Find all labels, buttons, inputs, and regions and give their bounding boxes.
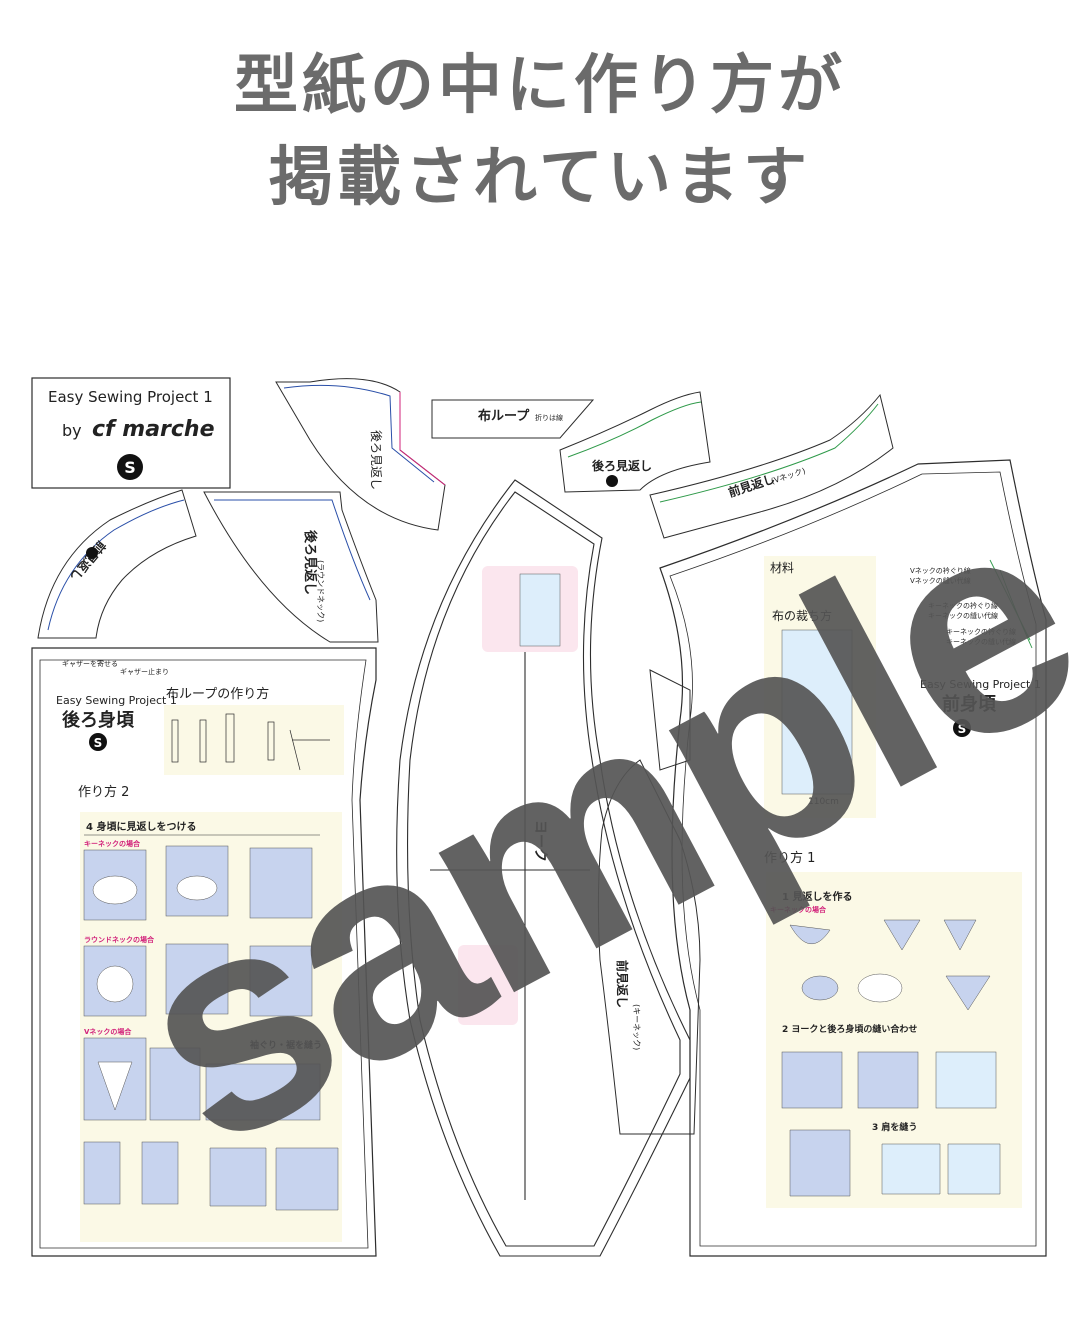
size-badge-icon	[89, 733, 107, 751]
label-front-facing-v-sub: (Vネック)	[770, 466, 807, 486]
label-roundneck-case: ラウンドネックの場合	[84, 935, 155, 944]
brand-name: cf marche	[92, 417, 215, 442]
label-front-body: 前身頃	[942, 693, 997, 715]
label-step-4: 4 身頃に見返しをつける	[86, 820, 196, 833]
vneck-diagrams	[83, 1037, 321, 1121]
label-method-1: 作り方 1	[764, 850, 815, 866]
label-key-stitch: キーネックの縫い代線	[928, 611, 998, 620]
label-step-1: 1 見返しを作る	[782, 890, 852, 903]
label-back-body-project: Easy Sewing Project 1	[56, 694, 177, 707]
size-badge-icon	[953, 719, 971, 737]
piece-back-body: ギャザーを寄せる ギャザー止まり Easy Sewing Project 1 後…	[31, 647, 377, 1257]
headline-line-1: 型紙の中に作り方が	[234, 49, 846, 123]
label-fabric-loop-fold: 折りは線	[535, 413, 563, 422]
step-1-diagrams	[789, 919, 991, 1011]
label-back-facing-v: 後ろ見返し	[592, 458, 652, 473]
label-fabric-loop: 布ループ	[478, 408, 530, 424]
size-badge-icon	[606, 475, 618, 487]
label-front-facing-v: 前見返し	[726, 471, 776, 500]
size-badge-text: S	[958, 722, 967, 736]
label-loop-title: 布ループの作り方	[166, 686, 269, 702]
size-badge-icon	[117, 454, 143, 480]
piece-back-facing-v	[559, 391, 711, 493]
label-materials: 材料	[770, 561, 794, 575]
label-v-neckline: Vネックの衿ぐり線	[910, 566, 971, 575]
piece-front-facing-key	[597, 669, 701, 1135]
finishing-diagrams	[83, 1141, 339, 1211]
piece-back-facing-key	[275, 378, 446, 531]
roundneck-diagrams	[83, 943, 313, 1017]
loop-diagrams	[171, 713, 330, 771]
label-v-stitch: Vネックの縫い代線	[910, 576, 971, 585]
step-3-diagrams	[789, 1129, 1001, 1197]
headline-line-2: 掲載されています	[268, 141, 812, 215]
size-badge-text: S	[124, 458, 136, 477]
label-back-facing-key: 後ろ見返し	[369, 430, 383, 490]
piece-front-facing-v	[649, 393, 894, 539]
yoke-note-panel-2	[458, 945, 518, 1025]
size-badge-text: S	[94, 736, 103, 750]
keyneck-diagrams	[83, 845, 313, 921]
piece-front-body: 材料 布の裁ち方 110cm Vネックの衿ぐり線 Vネックの縫い代線 キーネック…	[659, 459, 1047, 1257]
label-yoke: ヨーク	[532, 820, 548, 862]
label-key-neckline-2: キーネックの衿ぐり線	[946, 627, 1016, 636]
label-key-stitch-2: キーネックの縫い代線	[946, 637, 1016, 646]
brand-box: Easy Sewing Project 1 by cf marche S	[31, 377, 231, 489]
label-front-facing-round: 前見返し	[67, 538, 109, 584]
brand-by: by	[62, 421, 82, 440]
label-cutting: 布の裁ち方	[772, 608, 832, 623]
piece-front-facing-round	[37, 489, 197, 639]
piece-back-facing-round	[203, 491, 379, 643]
label-fabric-width: 110cm	[808, 797, 839, 807]
label-keyneck-case: キーネックの場合	[84, 839, 141, 848]
piece-yoke	[396, 479, 691, 1257]
label-front-facing-key-sub: (キーネック)	[632, 1004, 641, 1050]
label-front-body-project: Easy Sewing Project 1	[920, 678, 1041, 691]
label-keyneck-case-2: キーネックの場合	[770, 905, 827, 914]
headline: 型紙の中に作り方が 掲載されています	[0, 40, 1080, 224]
piece-fabric-loop: 布ループ 折りは線	[431, 399, 595, 439]
label-gather-mark: ギャザーを寄せる	[62, 659, 118, 668]
step-2-diagrams	[781, 1051, 997, 1109]
label-step-3: 3 肩を縫う	[872, 1121, 917, 1133]
label-gather-stop: ギャザー止まり	[120, 667, 169, 676]
label-back-facing-round-sub: (ラウンドネック)	[316, 560, 325, 622]
label-back-facing-round: 後ろ見返し	[302, 530, 318, 595]
label-method-2: 作り方 2	[78, 784, 129, 800]
label-back-body: 後ろ身頃	[62, 709, 135, 731]
label-step-2: 2 ヨークと後ろ身頃の縫い合わせ	[782, 1023, 917, 1035]
label-armhole: 袖ぐり・裾を縫う	[249, 1039, 322, 1051]
label-vneck-case: Vネックの場合	[84, 1027, 132, 1036]
label-key-neckline: キーネックの衿ぐり線	[928, 601, 998, 610]
size-badge-icon	[86, 547, 98, 559]
brand-line-1: Easy Sewing Project 1	[48, 388, 213, 406]
label-front-facing-key: 前見返し	[615, 960, 630, 1008]
